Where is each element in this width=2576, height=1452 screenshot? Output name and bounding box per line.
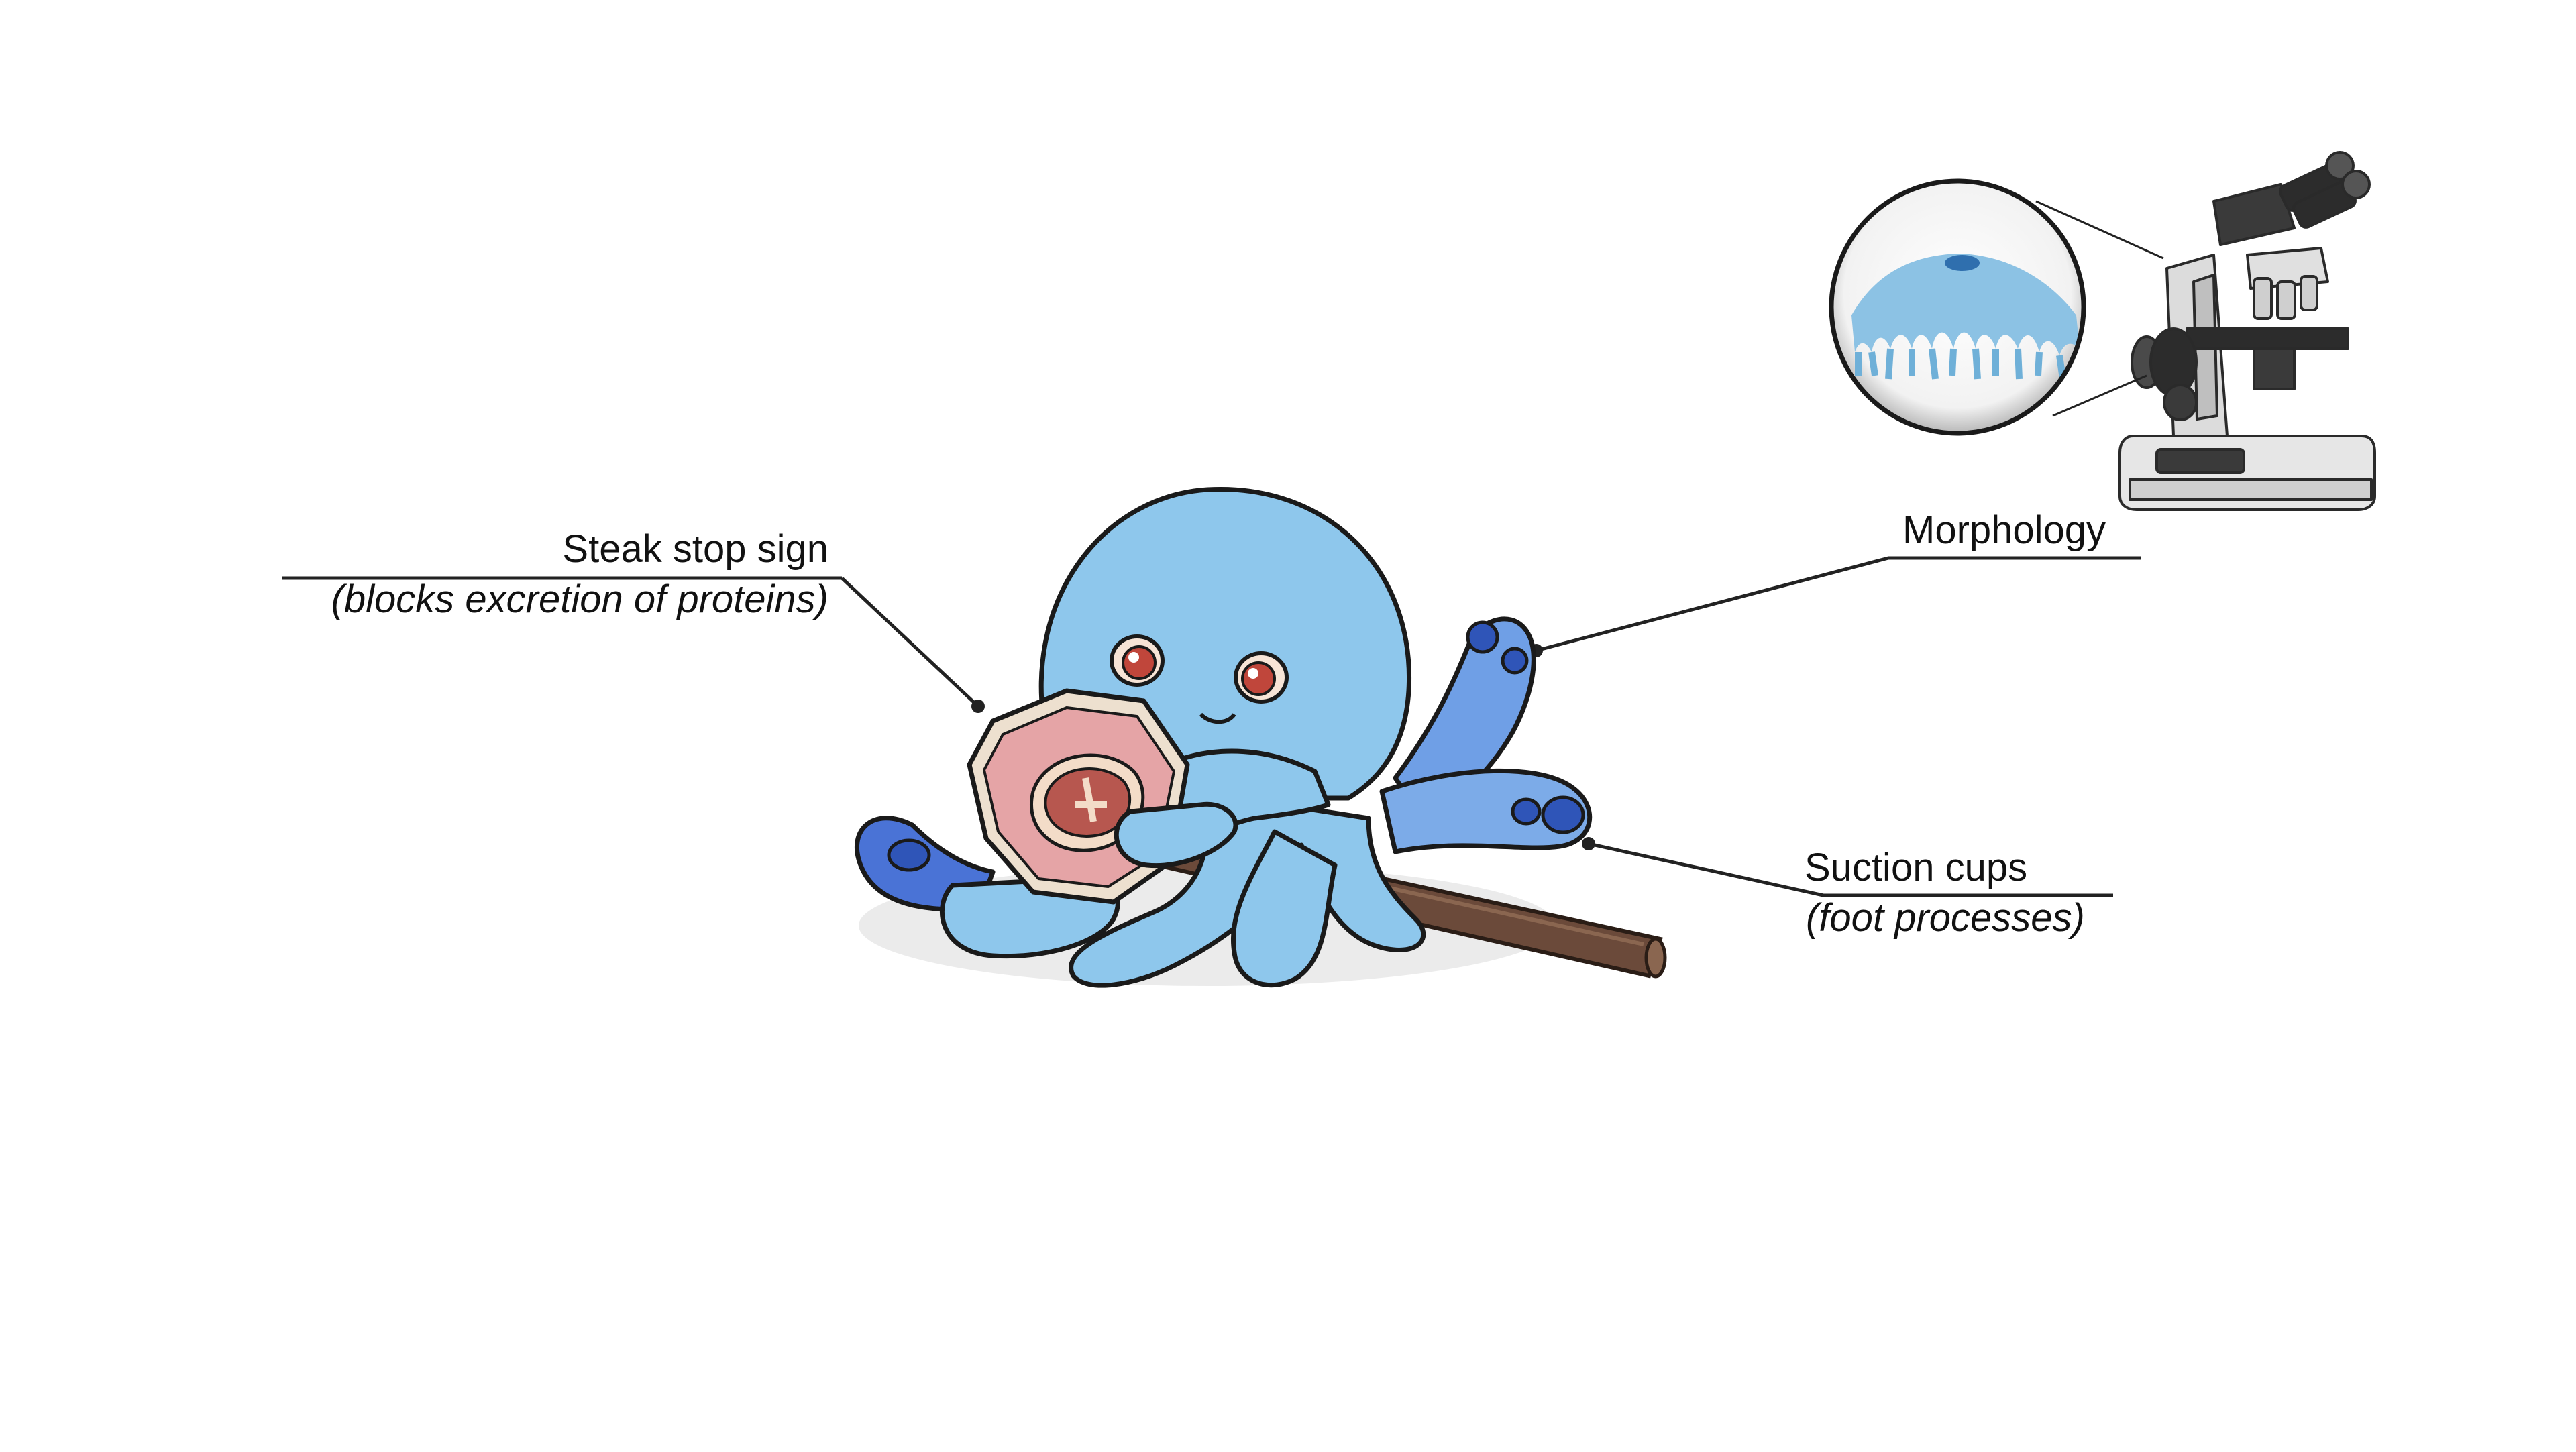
tentacle-hand xyxy=(1114,801,1238,869)
suction-leader-dot xyxy=(1582,837,1595,850)
podocyte-nucleus xyxy=(1945,255,1980,271)
steak-stop-sign-icon xyxy=(967,688,1190,905)
mouth xyxy=(1199,712,1236,724)
podocyte-cell xyxy=(1851,254,2080,355)
suction-leader xyxy=(1588,842,1824,897)
eye-right xyxy=(1234,651,1289,704)
suction-cups-sublabel: (foot processes) xyxy=(1806,896,2085,940)
morphology-leader xyxy=(1536,556,1889,653)
steak-leader-dot xyxy=(971,700,985,713)
magnifier-connectors xyxy=(2035,200,2164,417)
eye-left xyxy=(1110,634,1165,687)
suction-cups-label: Suction cups xyxy=(1805,846,2028,889)
steak-stop-sign-sublabel: (blocks excretion of proteins) xyxy=(331,577,828,621)
microscope-icon xyxy=(2118,151,2376,511)
magnified-view-icon xyxy=(1829,178,2086,436)
steak-leader xyxy=(841,577,979,708)
steak-stop-sign-label: Steak stop sign xyxy=(562,527,828,571)
tentacle-bottom xyxy=(1231,829,1338,988)
suction-cup xyxy=(1466,620,1499,654)
suction-cup xyxy=(1541,795,1585,834)
morphology-label: Morphology xyxy=(1902,508,2106,552)
suction-cup xyxy=(1501,647,1529,675)
leader-lines xyxy=(282,556,2141,897)
suction-cup xyxy=(1511,797,1542,826)
suction-cup xyxy=(887,838,931,872)
tentacle-right xyxy=(1379,768,1593,854)
